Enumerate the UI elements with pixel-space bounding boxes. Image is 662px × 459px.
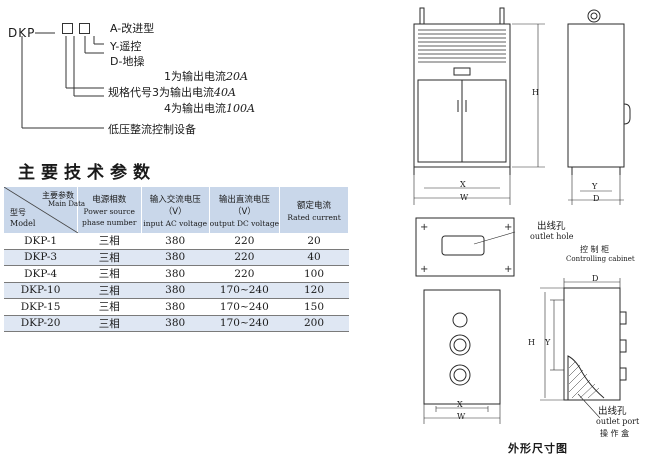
outlet-hole-cn: 出线孔 [537, 221, 566, 232]
dim-d-label-2: D [592, 274, 599, 283]
header-rated-current: 额定电流 Rated current [279, 187, 349, 233]
svg-text:+: + [504, 264, 512, 275]
drawing-caption: 外形尺寸图 [508, 442, 568, 455]
outlet-hole-en: outlet hole [530, 232, 574, 241]
corner-diagonal [4, 187, 78, 233]
dim-x-label-2: X [457, 400, 463, 409]
model-code-lines [21, 32, 104, 129]
top-view-markers: + + + + [420, 222, 512, 275]
operation-box-side [540, 278, 627, 419]
current-line-1: 1为输出电流20A [164, 70, 248, 83]
corner-bottom-en: Model [10, 219, 36, 228]
header-output-voltage: 输出直流电压（V） output DC voltage [209, 187, 281, 233]
corner-bottom-cn: 型号 [10, 208, 26, 217]
outlet-port-cn: 出线孔 [598, 406, 627, 417]
code-box-variant [79, 23, 90, 34]
svg-text:+: + [504, 222, 512, 233]
dim-d-label: D [593, 194, 600, 203]
spec-table: 主要参数 Main Data 型号 Model 电源相数 Power sourc… [4, 187, 349, 332]
section-title: 主要技术参数 [18, 163, 156, 183]
option-y: Y-遥控 [110, 40, 142, 53]
device-name: 低压整流控制设备 [108, 123, 196, 136]
control-cabinet-cn: 控 制 柜 [580, 245, 610, 254]
header-input-voltage: 输入交流电压（V） input AC voltage [141, 187, 210, 233]
current-line-3: 规格代号3为输出电流40A [108, 86, 236, 99]
dimension-drawings: + + + + [413, 7, 631, 424]
operation-box-cn: 操 作 盒 [600, 429, 630, 438]
table-corner-header: 主要参数 Main Data 型号 Model [4, 187, 85, 233]
svg-text:+: + [420, 264, 428, 275]
code-box-spec [62, 23, 73, 34]
dim-w-label-2: W [457, 412, 466, 421]
dim-h-label: H [532, 88, 539, 97]
dim-w-label: W [460, 193, 469, 202]
outlet-port-en: outlet port [596, 417, 640, 426]
table-header-row: 主要参数 Main Data 型号 Model 电源相数 Power sourc… [4, 187, 349, 233]
corner-top-en: Main Data [48, 200, 86, 208]
dim-x-label: X [460, 180, 466, 189]
cabinet-side-view [567, 9, 631, 175]
header-phase: 电源相数 Power source phase number [77, 187, 142, 233]
option-d: D-地操 [110, 55, 145, 68]
cabinet-top-view [415, 217, 516, 277]
option-a: A-改进型 [110, 22, 155, 35]
dim-y-label: Y [592, 182, 598, 191]
model-code-prefix: DKP [8, 26, 36, 40]
operation-box-front [423, 289, 501, 424]
svg-text:+: + [420, 222, 428, 233]
dim-h-label-2: H [528, 338, 535, 347]
control-cabinet-en: Controlling cabinet [566, 255, 635, 263]
corner-top-cn: 主要参数 [42, 191, 74, 200]
dim-y-label-2: Y [545, 338, 551, 347]
cabinet-front-view [413, 7, 511, 175]
hatch-area [568, 361, 600, 399]
current-line-4: 4为输出电流100A [164, 102, 255, 115]
